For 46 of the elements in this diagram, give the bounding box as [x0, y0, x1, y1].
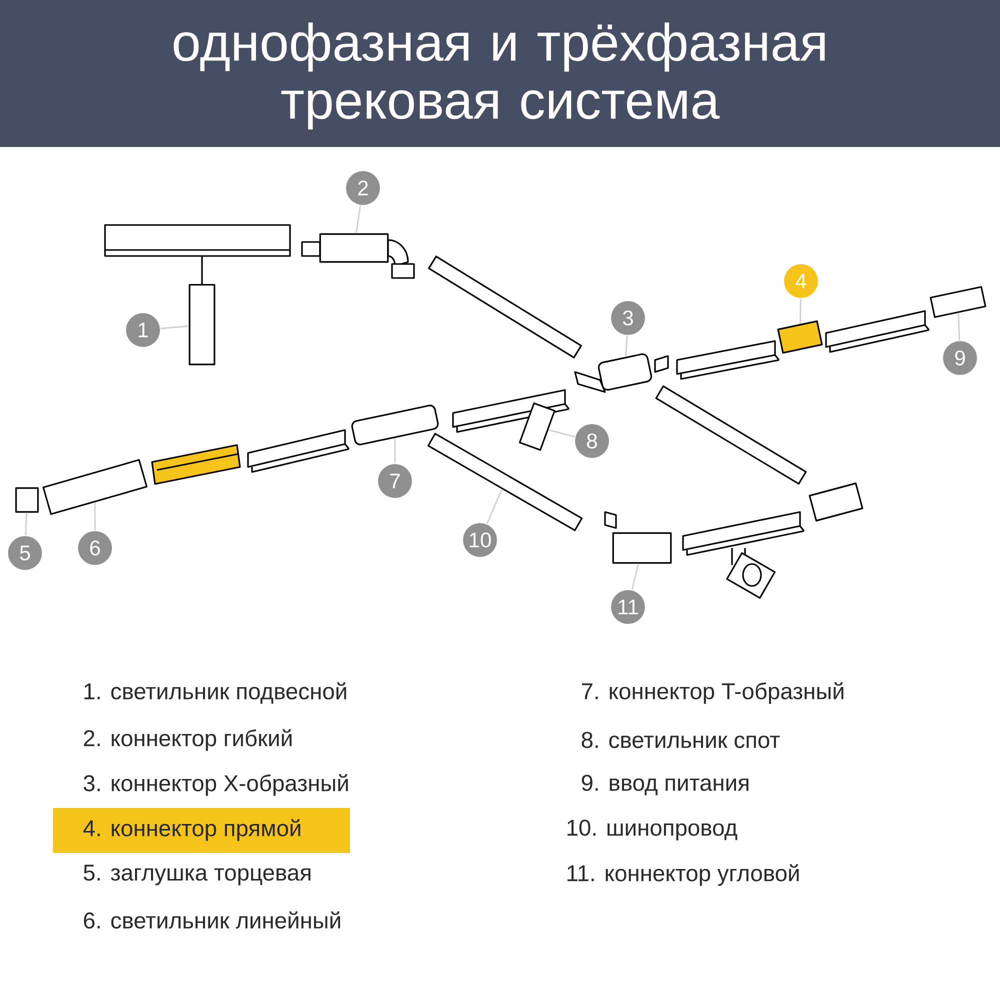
- end-cap: [15, 487, 39, 513]
- list-item: 8. светильник спот: [582, 732, 780, 748]
- straight-connector: [777, 320, 823, 354]
- callout-number: 4: [784, 264, 818, 298]
- spot-lamp: [518, 402, 556, 451]
- callout-number: 9: [943, 341, 977, 375]
- list-item: 11. коннектор угловой: [568, 864, 799, 886]
- callout-number: 7: [378, 464, 412, 498]
- title-banner: однофазная и трёхфазная трековая система: [0, 0, 1000, 147]
- leader-line: [625, 336, 628, 357]
- list-item: 5. заглушка торцевая: [84, 864, 310, 886]
- callout-number: 5: [8, 536, 42, 570]
- track-rail: [428, 256, 582, 358]
- leader-line: [486, 488, 503, 524]
- leader-line: [800, 298, 802, 324]
- list-item: 2. коннектор гибкий: [84, 729, 292, 751]
- callout-number: 1: [126, 313, 160, 347]
- callout-number: 2: [346, 171, 380, 205]
- track-rail: [427, 432, 583, 532]
- list-item: 6. светильник линейный: [84, 911, 340, 929]
- callout-number: 3: [611, 301, 645, 335]
- leader-line: [356, 205, 362, 234]
- corner-connector: [612, 532, 672, 564]
- power-feed: [930, 286, 986, 318]
- leader-line: [24, 512, 28, 536]
- pendant-lamp: [188, 256, 216, 366]
- leader-line: [94, 502, 96, 530]
- callout-number: 11: [611, 590, 645, 624]
- leader-line: [548, 429, 576, 438]
- list-item: 3. коннектор X-образный: [84, 774, 348, 796]
- list-item: 10. шинопровод: [568, 820, 738, 840]
- callout-number: 8: [575, 424, 609, 458]
- callout-number: 6: [78, 531, 112, 565]
- list-item: 9. ввод питания: [582, 774, 748, 796]
- highlighted-list-item: 4. коннектор прямой: [53, 808, 350, 853]
- leader-line: [958, 312, 960, 340]
- track-rail: [655, 385, 807, 485]
- list-item: 7. коннектор T-образный: [582, 682, 844, 704]
- corner-connector: [808, 482, 864, 522]
- linear-lamp: [42, 459, 148, 515]
- callout-number: 10: [463, 523, 497, 557]
- leader-line: [631, 564, 639, 590]
- leader-line: [160, 325, 189, 330]
- leader-line: [394, 438, 396, 464]
- list-item: 1. светильник подвесной: [84, 682, 346, 704]
- t-connector: [351, 404, 439, 446]
